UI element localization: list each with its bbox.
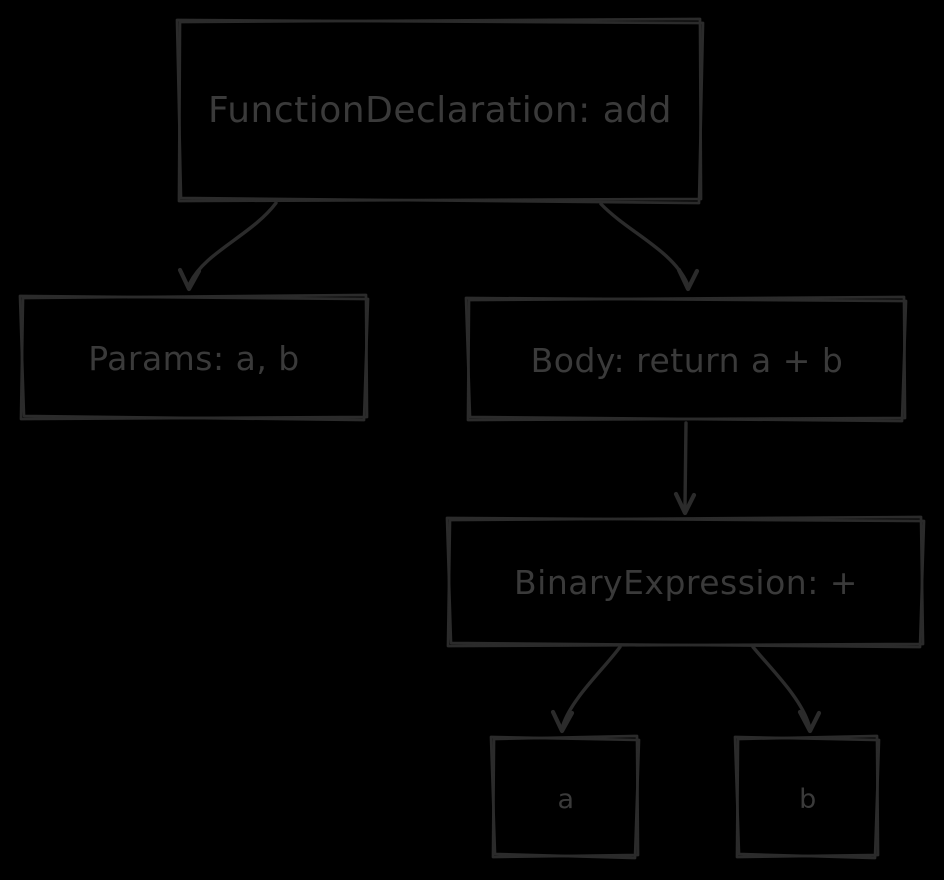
node-box-outline xyxy=(464,296,908,423)
node-box-outline xyxy=(175,18,705,205)
node-label-body: Body: return a + b xyxy=(531,341,844,380)
node-label-operand-b: b xyxy=(799,784,817,815)
edge-function-declaration-to-params xyxy=(177,201,278,292)
edge-arrowhead xyxy=(797,709,822,734)
node-box-operand-b xyxy=(733,734,881,860)
edge-binary-expression-to-operand-a xyxy=(550,645,622,734)
edge-arrowhead xyxy=(676,267,700,292)
edge-line xyxy=(683,421,688,509)
node-box-body xyxy=(464,295,908,423)
node-box-outline xyxy=(489,735,641,860)
node-label-operand-a: a xyxy=(557,784,574,815)
node-label-params: Params: a, b xyxy=(88,339,300,378)
edge-body-to-binary-expression xyxy=(673,421,697,516)
node-box-outline xyxy=(733,735,881,860)
diagram-strokes xyxy=(18,17,926,860)
node-box-outline xyxy=(18,294,370,422)
edge-line xyxy=(751,645,811,727)
node-label-binary-expression: BinaryExpression: + xyxy=(514,563,858,602)
node-label-function-declaration: FunctionDeclaration: add xyxy=(208,90,672,131)
node-box-function-declaration xyxy=(175,17,705,205)
edge-arrowhead xyxy=(673,491,697,516)
edge-arrowhead xyxy=(177,267,202,292)
edge-line xyxy=(561,645,622,727)
node-box-outline xyxy=(445,516,926,649)
node-box-operand-a xyxy=(489,734,641,860)
edge-binary-expression-to-operand-b xyxy=(751,645,822,734)
edge-arrowhead xyxy=(550,709,575,734)
node-box-binary-expression xyxy=(445,515,926,649)
edge-function-declaration-to-body xyxy=(599,202,700,292)
node-box-params xyxy=(18,293,370,422)
diagram-labels: FunctionDeclaration: add Params: a, b Bo… xyxy=(88,90,858,815)
